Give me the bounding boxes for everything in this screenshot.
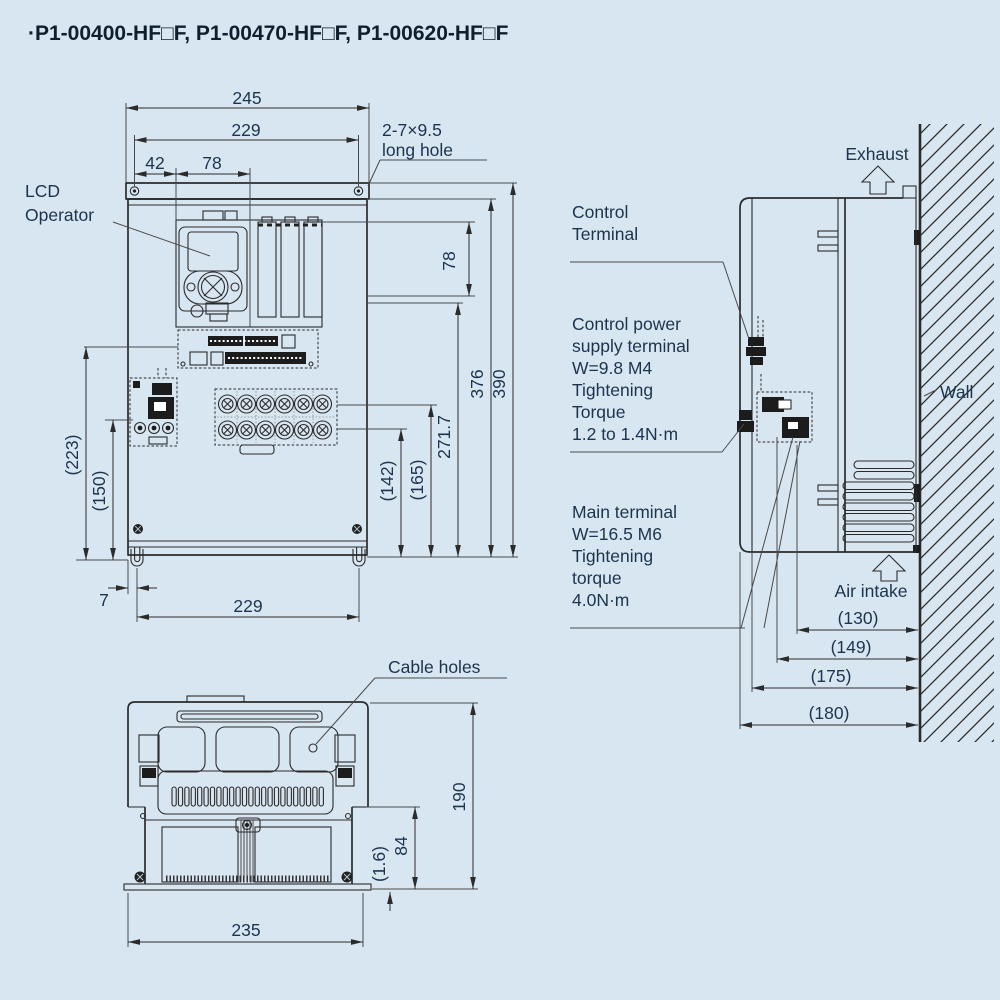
front-body (127, 198, 368, 556)
mounting-hole-right (353, 186, 364, 196)
foot-screw-left (134, 871, 146, 883)
side-view: (130) (149) (175) (180) Exhaust Wall Air… (570, 124, 994, 742)
dim-upper-row-height: (165) (407, 460, 427, 501)
air-intake-louvers (842, 460, 915, 543)
main-terminal-label-line3: Tightening (572, 546, 653, 566)
keyhole-slot-right (352, 546, 366, 567)
dim-149: (149) (831, 637, 872, 657)
control-power-terminal-block (129, 368, 178, 447)
side-body (739, 185, 917, 553)
side-dimensions: (130) (149) (175) (180) (740, 608, 918, 728)
dim-terminal-height: 271.7 (434, 415, 454, 459)
keyhole-slot-left (130, 546, 144, 567)
dim-lcd-width: 78 (202, 153, 221, 173)
lcd-operator-label-line2: Operator (25, 205, 94, 225)
cable-holes-leader-line (315, 677, 376, 745)
dim-top-section-height: 78 (439, 251, 459, 270)
air-intake-arrow-icon (871, 554, 907, 582)
dim-lcd-offset: 42 (145, 153, 164, 173)
wall-hatching (921, 124, 994, 742)
dim-180: (180) (809, 703, 850, 723)
long-hole-leader-line (367, 159, 381, 187)
lcd-leader-line (112, 221, 211, 257)
control-power-label-line4: Tightening (572, 380, 653, 400)
side-brackets (138, 734, 356, 820)
dim-overall-width: 245 (232, 88, 261, 108)
cable-holes (157, 726, 339, 773)
cable-hole-pilot (308, 743, 318, 753)
front-extension-lines (76, 103, 518, 622)
bottom-extension-lines (127, 702, 478, 947)
long-hole-label-line1: 2-7×9.5 (382, 120, 442, 140)
dim-left-height-a: (223) (62, 435, 82, 476)
dim-175: (175) (811, 666, 852, 686)
main-terminal-label-line4: torque (572, 568, 622, 588)
control-terminal-part (746, 316, 766, 365)
exhaust-arrow-icon (860, 165, 896, 195)
bottom-dimensions: 190 84 (1.6) 235 (128, 703, 476, 945)
case-screw-left (133, 524, 143, 534)
heatsink-section (134, 817, 353, 883)
base-plate (123, 883, 372, 891)
top-slot (176, 710, 323, 723)
side-extension-lines (739, 437, 798, 729)
option-slots (257, 216, 323, 318)
air-intake-label: Air intake (835, 581, 908, 601)
dim-plate-thickness: (1.6) (369, 846, 389, 882)
control-power-label-line5: Torque (572, 402, 626, 422)
dim-overall-height: 390 (489, 369, 509, 398)
top-mounting-bracket (125, 182, 370, 200)
wall-label: Wall (940, 382, 973, 402)
control-terminal-label-line1: Control (572, 202, 628, 222)
control-power-label-line6: 1.2 to 1.4N·m (572, 424, 678, 444)
lcd-operator-label-line1: LCD (25, 181, 60, 201)
long-hole-label-line2: long hole (382, 140, 453, 160)
dim-mount-width: 229 (231, 120, 260, 140)
main-terminal-label-line1: Main terminal (572, 502, 677, 522)
dim-lower-row-height: (142) (377, 461, 397, 502)
control-terminal-label-line2: Terminal (572, 224, 638, 244)
dim-fin-height: 84 (391, 836, 411, 856)
bottom-view: 190 84 (1.6) 235 Cable holes (123, 657, 507, 947)
dim-left-height-b: (150) (89, 471, 109, 512)
control-power-label-line1: Control power (572, 314, 681, 334)
lcd-screen (187, 231, 239, 272)
main-terminal-block (214, 388, 338, 455)
cable-holes-label: Cable holes (388, 657, 481, 677)
dim-bottom-mount-width: 229 (233, 596, 262, 616)
option-connector-area (177, 329, 319, 369)
keypad-dial (197, 271, 229, 303)
main-terminal-label-line5: 4.0N·m (572, 590, 629, 610)
control-power-label-line2: supply terminal (572, 336, 690, 356)
dim-foot-offset: 7 (99, 590, 109, 610)
mounting-hole-left (129, 186, 140, 196)
bottom-louver-strip (157, 770, 334, 815)
exhaust-label: Exhaust (845, 144, 908, 164)
foot-screw-right (341, 871, 353, 883)
main-terminal-label-line2: W=16.5 M6 (572, 524, 662, 544)
control-power-terminal-part (737, 374, 813, 443)
dim-base-width: 235 (231, 920, 260, 940)
dim-depth: 190 (449, 782, 469, 811)
case-screw-right (352, 524, 362, 534)
dim-130: (130) (838, 608, 879, 628)
lcd-operator (178, 226, 248, 322)
page-title: ·P1-00400-HF□F, P1-00470-HF□F, P1-00620-… (28, 22, 509, 45)
front-view: 245 229 42 78 78 271.7 376 390 (142) (16… (25, 88, 518, 622)
side-leader-lines (570, 261, 937, 629)
front-dimensions: 245 229 42 78 78 271.7 376 390 (142) (16… (62, 88, 516, 620)
dim-body-height: 376 (467, 369, 487, 398)
control-power-label-line3: W=9.8 M4 (572, 358, 653, 378)
